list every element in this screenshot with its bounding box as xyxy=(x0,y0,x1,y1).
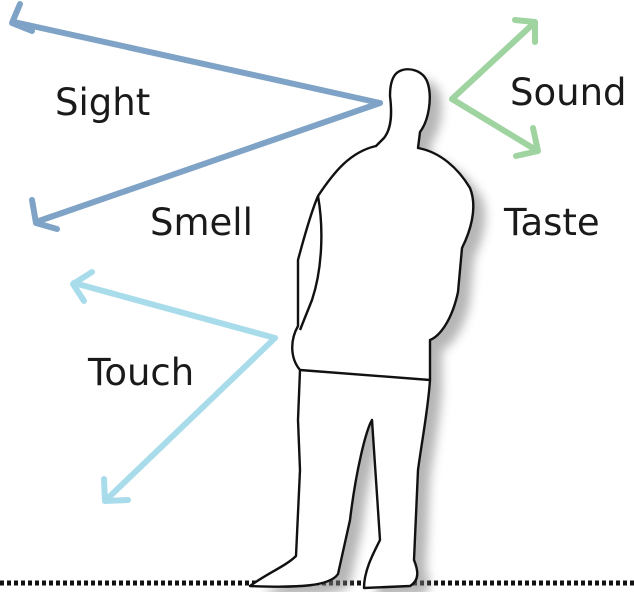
taste-label: Taste xyxy=(503,201,600,244)
sight-arrowhead xyxy=(12,4,32,31)
smell-label: Smell xyxy=(150,201,253,244)
sight-label: Sight xyxy=(55,81,150,124)
person-silhouette-icon xyxy=(250,69,485,592)
touch-label: Touch xyxy=(87,351,194,394)
sound-label: Sound xyxy=(510,71,627,114)
touch-upper-arrow xyxy=(74,283,275,338)
